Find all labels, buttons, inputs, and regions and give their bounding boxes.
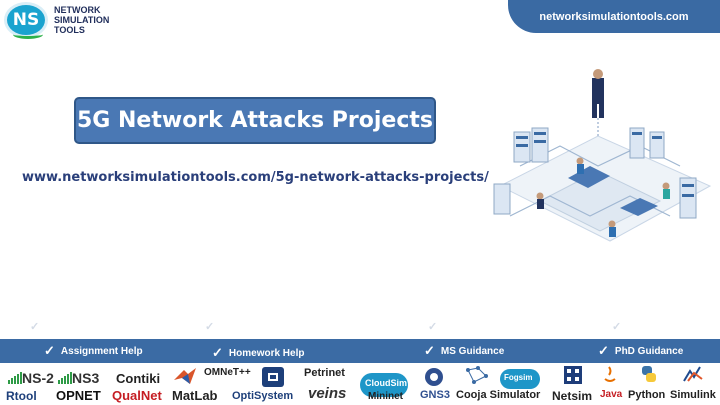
logo-line-3: TOOLS bbox=[54, 25, 85, 35]
tool-ns2: NS-2 bbox=[22, 370, 54, 386]
logo[interactable]: NS NETWORK SIMULATION TOOLS bbox=[4, 2, 109, 39]
ghost-check-4: ✓ bbox=[612, 321, 622, 333]
tool-cloudsim: CloudSim bbox=[365, 378, 407, 388]
site-url-tab[interactable]: networksimulationtools.com bbox=[508, 0, 720, 33]
tool-rtool: Rtool bbox=[6, 389, 37, 403]
phd-guidance-label: PhD Guidance bbox=[614, 345, 684, 357]
matlab-icon bbox=[174, 368, 196, 384]
tool-ns3: NS3 bbox=[72, 370, 100, 386]
tool-petrinet: Petrinet bbox=[304, 367, 345, 379]
tool-contiki: Contiki bbox=[116, 371, 161, 386]
ms-guidance-label: MS Guidance bbox=[440, 345, 505, 357]
ghost-check-2: ✓ bbox=[205, 321, 215, 333]
page-title: 5G Network Attacks Projects bbox=[74, 97, 436, 144]
simulink-icon bbox=[683, 366, 703, 382]
tool-veins: veins bbox=[308, 385, 347, 402]
assignment-help-link[interactable]: ✓ Assignment Help bbox=[44, 343, 143, 359]
python-icon bbox=[642, 366, 656, 382]
tool-mininet: Mininet bbox=[368, 391, 403, 402]
cooja-icon bbox=[466, 366, 488, 384]
logo-text: NETWORK SIMULATION TOOLS bbox=[54, 5, 109, 35]
ms-guidance-link[interactable]: ✓ MS Guidance bbox=[424, 343, 504, 359]
check-icon: ✓ bbox=[424, 343, 435, 358]
netsim-icon bbox=[564, 366, 582, 384]
homework-help-link[interactable]: ✓ Homework Help bbox=[212, 345, 304, 361]
tool-omnetpp: OMNeT++ bbox=[204, 367, 251, 378]
cloudsim-badge: CloudSim bbox=[360, 373, 408, 397]
logo-line-1: NETWORK bbox=[54, 5, 101, 15]
page-url-link[interactable]: www.networksimulationtools.com/5g-networ… bbox=[22, 170, 489, 185]
assignment-help-label: Assignment Help bbox=[60, 345, 143, 357]
optisystem-icon bbox=[262, 367, 284, 387]
tool-fogsim: Fogsim bbox=[504, 373, 533, 382]
tool-matlab: MatLab bbox=[172, 388, 218, 403]
ghost-check-1: ✓ bbox=[30, 321, 40, 333]
check-icon: ✓ bbox=[598, 343, 609, 358]
logo-badge: NS bbox=[4, 2, 48, 39]
phd-guidance-link[interactable]: ✓ PhD Guidance bbox=[598, 343, 683, 359]
logo-line-2: SIMULATION bbox=[54, 15, 110, 25]
tool-cooja-simulator: Cooja Simulator bbox=[456, 389, 541, 401]
homework-help-label: Homework Help bbox=[228, 347, 305, 359]
ghost-check-3: ✓ bbox=[428, 321, 438, 333]
network-illustration bbox=[493, 69, 712, 242]
tool-optisystem: OptiSystem bbox=[232, 390, 294, 402]
check-icon: ✓ bbox=[44, 343, 55, 358]
faded-service-row: ✓ ✓ ✓ ✓ bbox=[0, 320, 720, 338]
tool-gns3: GNS3 bbox=[420, 389, 450, 401]
check-icon: ✓ bbox=[212, 345, 223, 360]
gns3-icon bbox=[425, 368, 443, 386]
tools-strip: NS-2 NS3 Contiki OMNeT++ Petrinet CloudS… bbox=[0, 363, 720, 405]
signal-bars-icon bbox=[58, 372, 72, 384]
tool-netsim: Netsim bbox=[552, 389, 593, 403]
tool-qualnet: QualNet bbox=[112, 388, 162, 403]
tool-java: Java bbox=[600, 389, 623, 400]
help-bar: ✓ Assignment Help ✓ Homework Help ✓ MS G… bbox=[0, 339, 720, 363]
tool-simulink: Simulink bbox=[670, 389, 716, 401]
tool-opnet: OPNET bbox=[56, 388, 101, 403]
tool-python: Python bbox=[628, 389, 666, 401]
java-icon bbox=[604, 366, 616, 382]
signal-bars-icon bbox=[8, 372, 22, 384]
fogsim-badge: Fogsim bbox=[500, 369, 540, 389]
